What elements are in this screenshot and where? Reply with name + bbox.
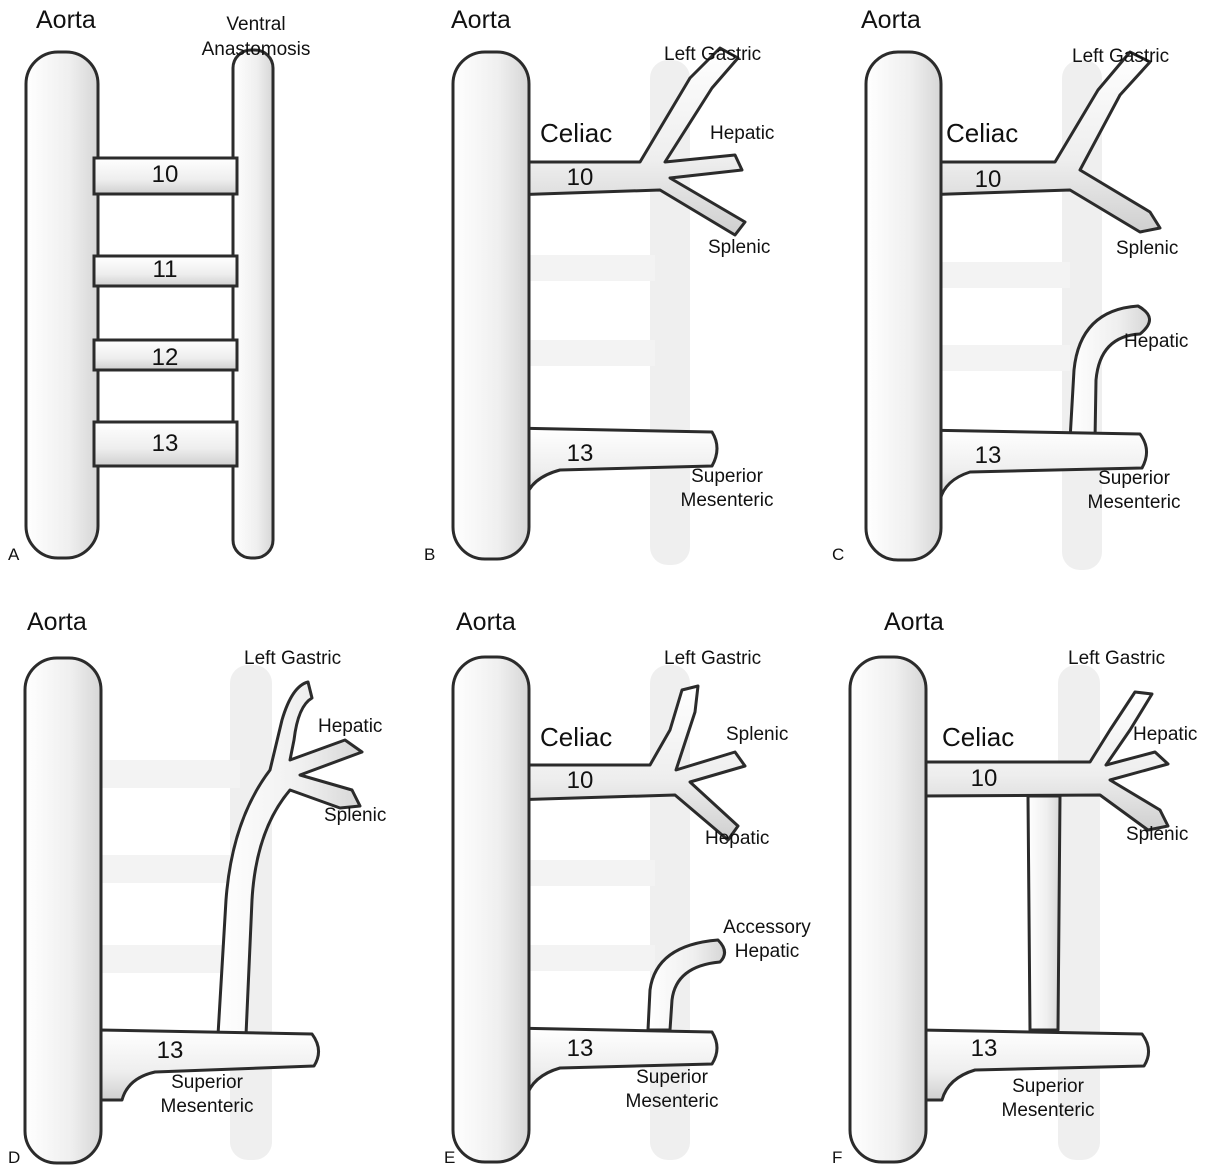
panel-letter: E — [444, 1148, 455, 1167]
panel-e: Aorta Celiac 10 13 Left Gastric Splenic … — [444, 608, 811, 1167]
superior-mesenteric-label-line1: Superior — [1098, 468, 1170, 489]
hepatic-label: Hepatic — [1124, 331, 1188, 352]
superior-mesenteric-label-line2: Mesenteric — [161, 1096, 254, 1117]
aorta-label: Aorta — [884, 608, 944, 636]
segment-label-10: 10 — [971, 765, 998, 792]
left-gastric-label: Left Gastric — [664, 44, 761, 65]
aorta-trunk — [850, 657, 926, 1162]
celiac-trunk — [510, 686, 745, 840]
panel-a: Aorta Ventral Anastomosis 10 11 12 13 A — [8, 6, 310, 564]
segment-label-10: 10 — [567, 767, 594, 794]
aorta-trunk — [866, 52, 941, 560]
aorta-label: Aorta — [861, 6, 921, 34]
panel-a-vessels — [26, 50, 273, 558]
hepatic-label: Hepatic — [318, 716, 382, 737]
celiomesenteric-anastomosis — [1028, 796, 1060, 1030]
superior-mesenteric-artery — [920, 430, 1147, 500]
superior-mesenteric-label-line2: Mesenteric — [626, 1091, 719, 1112]
segment-label-10: 10 — [975, 166, 1002, 193]
aorta-label: Aorta — [456, 608, 516, 636]
panel-d: Aorta Left Gastric Hepatic Splenic 13 Su… — [8, 608, 386, 1167]
superior-mesenteric-label-line1: Superior — [691, 466, 763, 487]
superior-mesenteric-label-line1: Superior — [171, 1072, 243, 1093]
splenic-label: Splenic — [1116, 238, 1178, 259]
ventral-anastomosis — [233, 50, 273, 558]
aorta-trunk — [25, 658, 101, 1163]
aorta-label: Aorta — [451, 6, 511, 34]
left-gastric-label: Left Gastric — [1072, 46, 1169, 67]
ghost-segments — [530, 860, 655, 971]
ghost-segments — [940, 262, 1070, 371]
accessory-hepatic-label-line2: Hepatic — [735, 941, 799, 962]
panel-letter: B — [424, 545, 435, 564]
ghost-segments — [100, 760, 240, 973]
celiac-label: Celiac — [942, 722, 1014, 752]
segment-label-12: 12 — [152, 344, 179, 371]
left-gastric-label: Left Gastric — [664, 648, 761, 669]
splenic-label: Splenic — [726, 724, 788, 745]
panel-b: Aorta Celiac 10 13 Left Gastric Hepatic … — [424, 6, 774, 565]
aorta-label: Aorta — [27, 608, 87, 636]
superior-mesenteric-label-line1: Superior — [1012, 1076, 1084, 1097]
segment-label-13: 13 — [971, 1035, 998, 1062]
panel-f: Aorta Celiac 10 13 Left Gastric Hepatic … — [832, 608, 1197, 1167]
superior-mesenteric-label-line2: Mesenteric — [1002, 1100, 1095, 1121]
panel-letter: C — [832, 545, 844, 564]
hepatic-label: Hepatic — [1133, 724, 1197, 745]
splenic-label: Splenic — [324, 805, 386, 826]
segment-label-13: 13 — [975, 442, 1002, 469]
celiac-label: Celiac — [946, 118, 1018, 148]
segment-label-13: 13 — [567, 440, 594, 467]
segment-label-10: 10 — [567, 164, 594, 191]
splenic-label: Splenic — [1126, 824, 1188, 845]
celiac-label: Celiac — [540, 118, 612, 148]
aorta-label: Aorta — [36, 6, 96, 34]
segment-label-10: 10 — [152, 161, 179, 188]
anastomosis-label-line2: Anastomosis — [202, 39, 311, 60]
panel-letter: D — [8, 1148, 20, 1167]
panel-letter: F — [832, 1148, 842, 1167]
segment-label-13: 13 — [152, 430, 179, 457]
superior-mesenteric-label-line1: Superior — [636, 1067, 708, 1088]
hepatic-label: Hepatic — [710, 123, 774, 144]
segment-label-11: 11 — [153, 256, 178, 283]
accessory-hepatic-label-line1: Accessory — [723, 917, 811, 938]
hepatic-label: Hepatic — [705, 828, 769, 849]
segment-label-13: 13 — [567, 1035, 594, 1062]
anastomosis-label-line1: Ventral — [226, 14, 285, 35]
aorta-trunk — [453, 52, 529, 559]
superior-mesenteric-label-line2: Mesenteric — [681, 490, 774, 511]
panel-c: Aorta Celiac 10 13 Left Gastric Splenic … — [832, 6, 1188, 570]
superior-mesenteric-label-line2: Mesenteric — [1088, 492, 1181, 513]
celiac-label: Celiac — [540, 722, 612, 752]
panel-letter: A — [8, 545, 20, 564]
splenic-label: Splenic — [708, 237, 770, 258]
aorta-trunk — [26, 52, 98, 558]
aorta-trunk — [453, 657, 529, 1162]
ghost-segments — [530, 255, 655, 366]
left-gastric-label: Left Gastric — [244, 648, 341, 669]
segment-label-13: 13 — [157, 1037, 184, 1064]
left-gastric-label: Left Gastric — [1068, 648, 1165, 669]
